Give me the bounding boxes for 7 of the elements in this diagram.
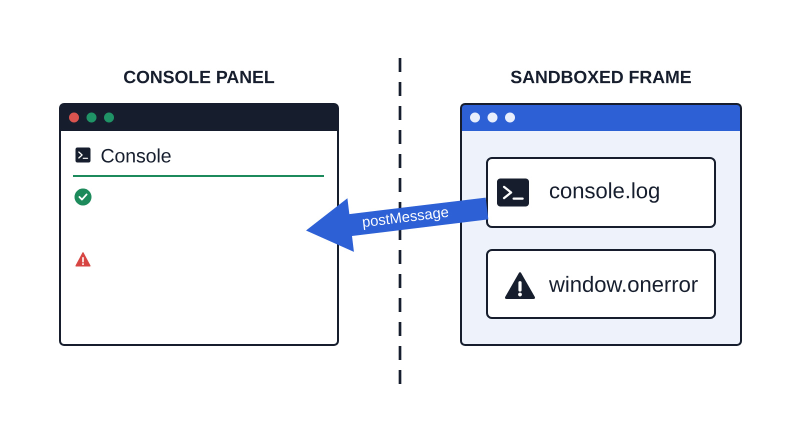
entry-box: console.log — [486, 157, 716, 228]
edge-label: postMessage — [362, 209, 448, 230]
panel-heading: SANDBOXED FRAME — [510, 70, 691, 84]
arrow — [306, 198, 488, 252]
panel-title: Console — [102, 148, 171, 163]
entry-box: window.onerror — [486, 249, 716, 319]
panel-heading: CONSOLE PANEL — [124, 70, 274, 84]
